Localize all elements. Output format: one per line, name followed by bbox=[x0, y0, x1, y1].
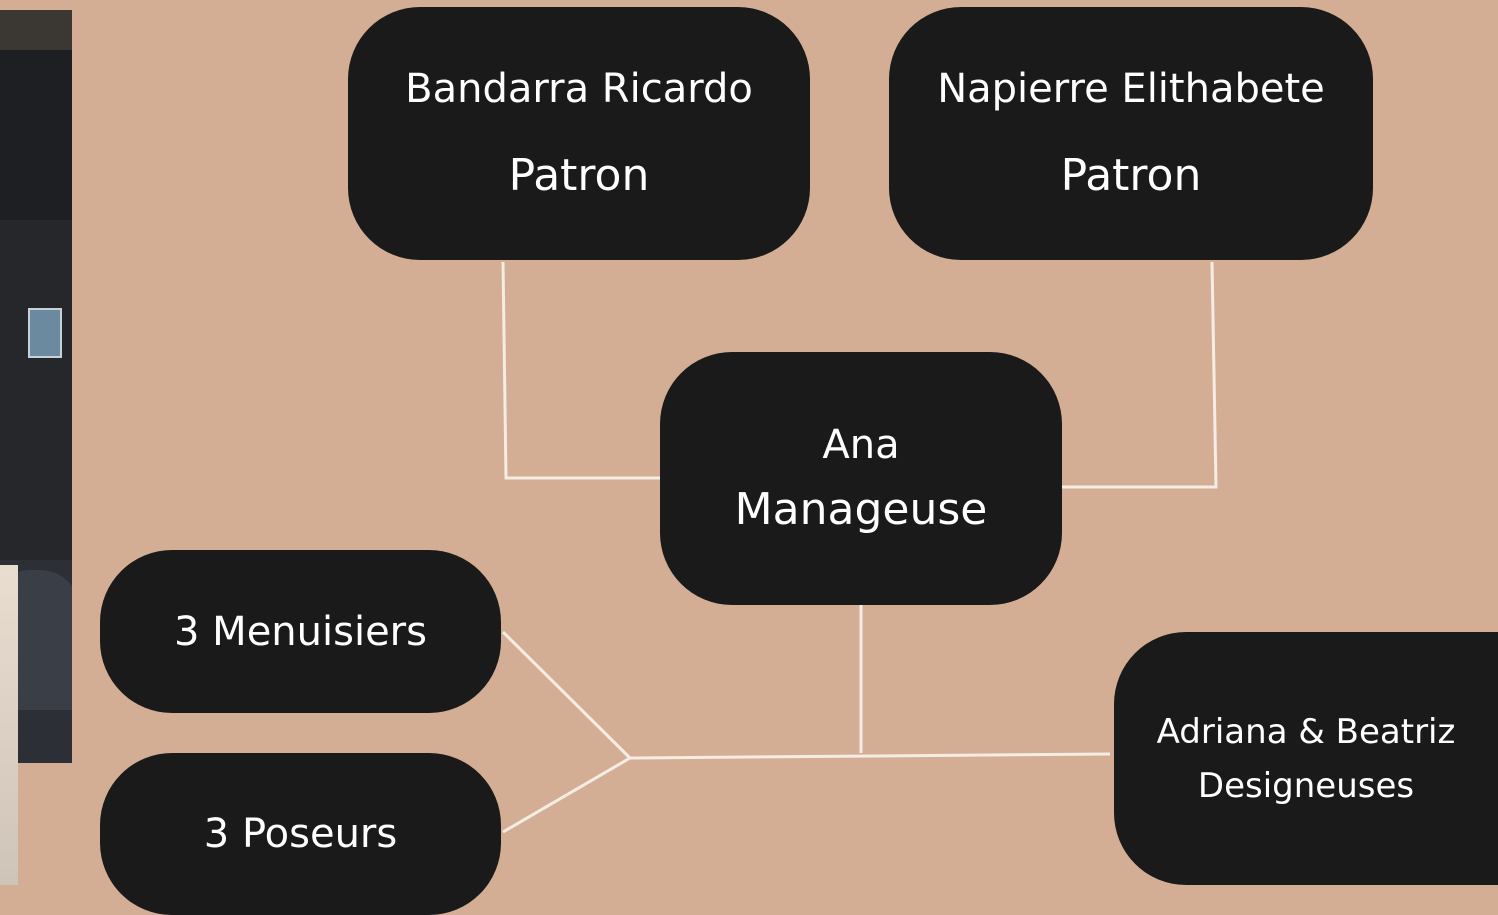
node-role: Manageuse bbox=[734, 484, 988, 535]
node-designeuses: Adriana & Beatriz Designeuses bbox=[1114, 632, 1498, 885]
connector-hub-designers bbox=[629, 752, 1111, 760]
node-patron-elithabete: Napierre Elithabete Patron bbox=[889, 7, 1373, 260]
connector-poseurs-hub bbox=[502, 756, 631, 834]
node-role: Patron bbox=[508, 150, 650, 201]
connector-patron1-manager bbox=[501, 261, 660, 480]
node-label: 3 Menuisiers bbox=[174, 608, 427, 655]
node-name: Napierre Elithabete bbox=[937, 66, 1325, 112]
node-manageuse-ana: Ana Manageuse bbox=[660, 352, 1062, 605]
node-name: Bandarra Ricardo bbox=[405, 66, 753, 112]
node-label: 3 Poseurs bbox=[203, 811, 398, 857]
node-poseurs: 3 Poseurs bbox=[100, 753, 501, 915]
node-role: Designeuses bbox=[1197, 765, 1415, 806]
node-name: Ana bbox=[822, 422, 900, 468]
storefront-photo-edge bbox=[0, 565, 18, 885]
node-menuisiers: 3 Menuisiers bbox=[100, 550, 501, 713]
node-name: Adriana & Beatriz bbox=[1156, 711, 1456, 752]
node-role: Patron bbox=[1060, 150, 1202, 201]
node-patron-ricardo: Bandarra Ricardo Patron bbox=[348, 7, 810, 260]
connector-patron2-manager bbox=[1056, 261, 1218, 489]
connector-menuisiers-hub bbox=[501, 630, 632, 760]
